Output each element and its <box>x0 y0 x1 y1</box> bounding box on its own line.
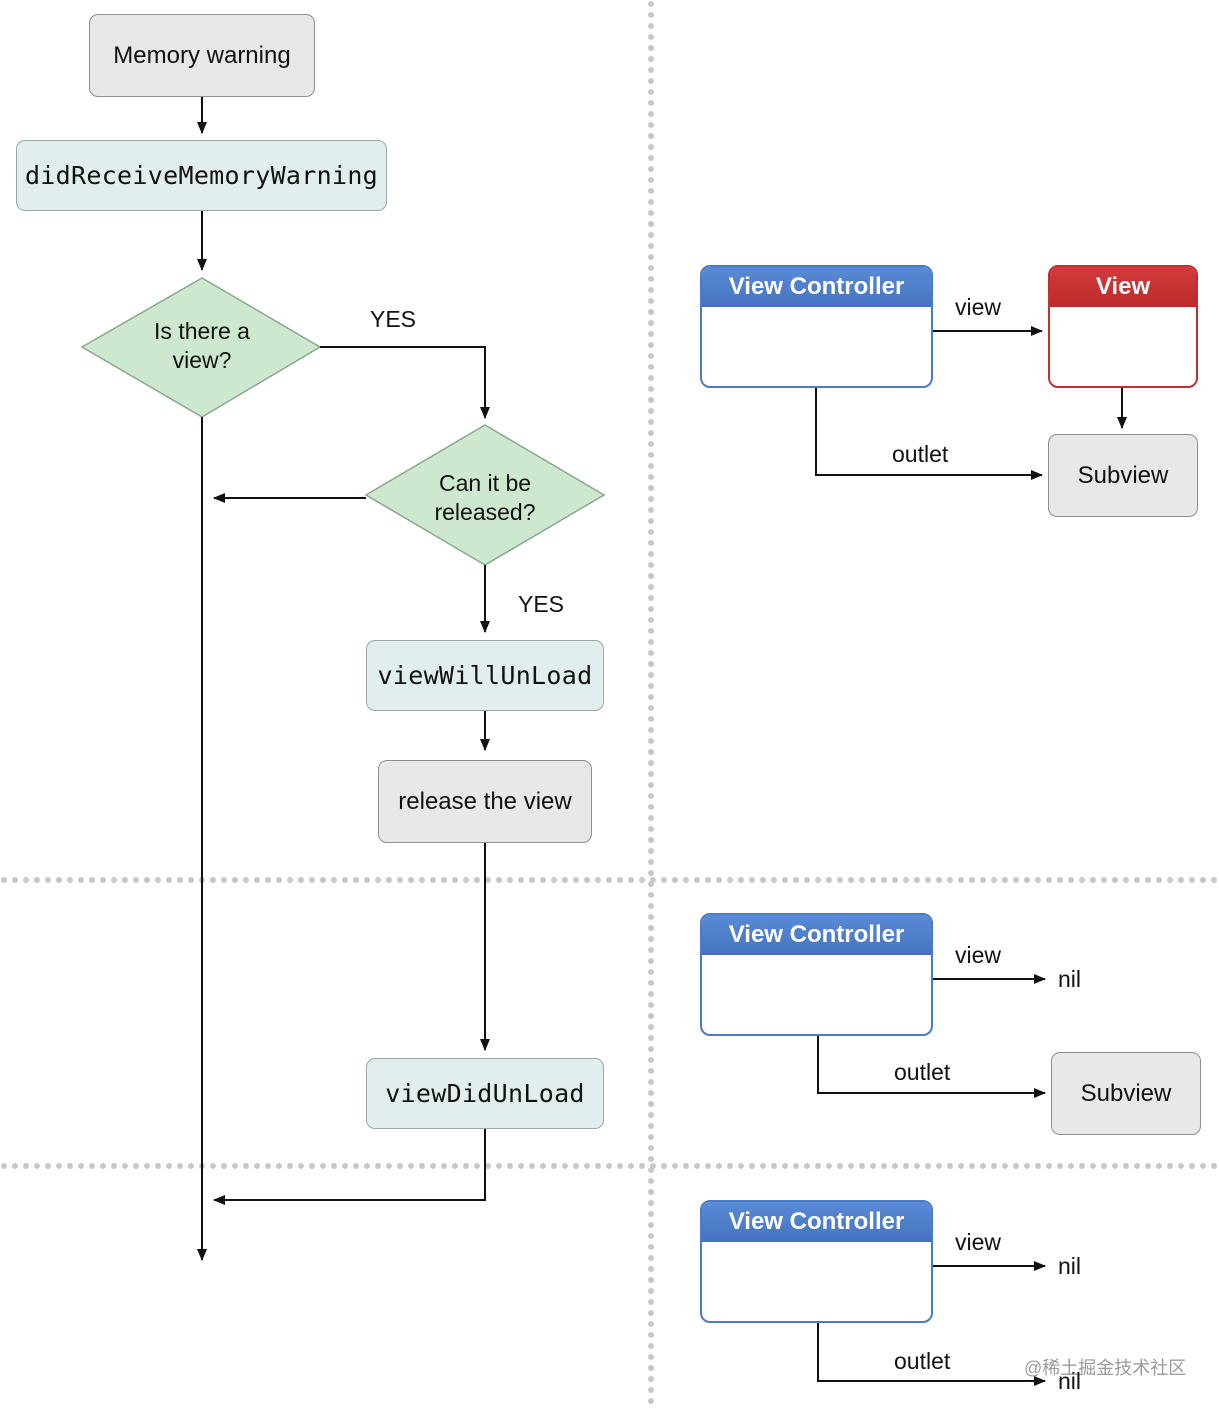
state1-view-title: View <box>1050 267 1196 307</box>
arrow-did-unload-back <box>213 1129 486 1205</box>
watermark-text: @稀土掘金技术社区 <box>1024 1358 1187 1378</box>
arrow-yes-to-release-decision <box>320 346 490 419</box>
state2-view-label: view <box>955 942 1002 968</box>
state2-view-controller: View Controller <box>700 913 933 1036</box>
memory-warning-node: Memory warning <box>89 14 315 97</box>
view-did-unload-label: viewDidUnLoad <box>385 1079 585 1108</box>
state2-view-controller-title: View Controller <box>702 915 931 955</box>
state1-subview-node: Subview <box>1048 434 1198 517</box>
state1-outlet-label: outlet <box>892 441 949 467</box>
yes-label-2: YES <box>518 591 565 617</box>
state3-outlet-arrow <box>817 1323 1046 1386</box>
state3-view-controller-title: View Controller <box>702 1202 931 1242</box>
view-did-unload-node: viewDidUnLoad <box>366 1058 604 1129</box>
state1-view-controller-title: View Controller <box>702 267 931 307</box>
decision-release-label: Can it be released? <box>434 470 536 525</box>
state3-outlet-label: outlet <box>894 1348 951 1374</box>
release-view-node: release the view <box>378 760 592 843</box>
decision-view-label: Is there a view? <box>154 318 250 373</box>
state1-subview-label: Subview <box>1077 461 1169 489</box>
yes-label-1: YES <box>370 306 417 332</box>
state3-view-nil: nil <box>1058 1253 1082 1279</box>
state1-view-box: View <box>1048 265 1198 388</box>
state1-view-label: view <box>955 294 1002 320</box>
view-will-unload-label: viewWillUnLoad <box>377 661 593 690</box>
state1-view-controller: View Controller <box>700 265 933 388</box>
state3-outlet-nil: nil <box>1058 1368 1082 1394</box>
state2-subview-node: Subview <box>1051 1052 1201 1135</box>
state2-subview-label: Subview <box>1080 1079 1172 1107</box>
state2-outlet-label: outlet <box>894 1059 951 1085</box>
state1-outlet-arrow <box>815 388 1043 480</box>
view-will-unload-node: viewWillUnLoad <box>366 640 604 711</box>
state2-view-nil: nil <box>1058 966 1082 992</box>
state3-view-label: view <box>955 1229 1002 1255</box>
release-view-label: release the view <box>398 787 572 815</box>
memory-warning-label: Memory warning <box>113 41 291 69</box>
did-receive-memory-warning-label: didReceiveMemoryWarning <box>24 161 379 190</box>
state3-view-controller: View Controller <box>700 1200 933 1323</box>
did-receive-memory-warning-node: didReceiveMemoryWarning <box>16 140 387 211</box>
state2-outlet-arrow <box>817 1036 1046 1098</box>
